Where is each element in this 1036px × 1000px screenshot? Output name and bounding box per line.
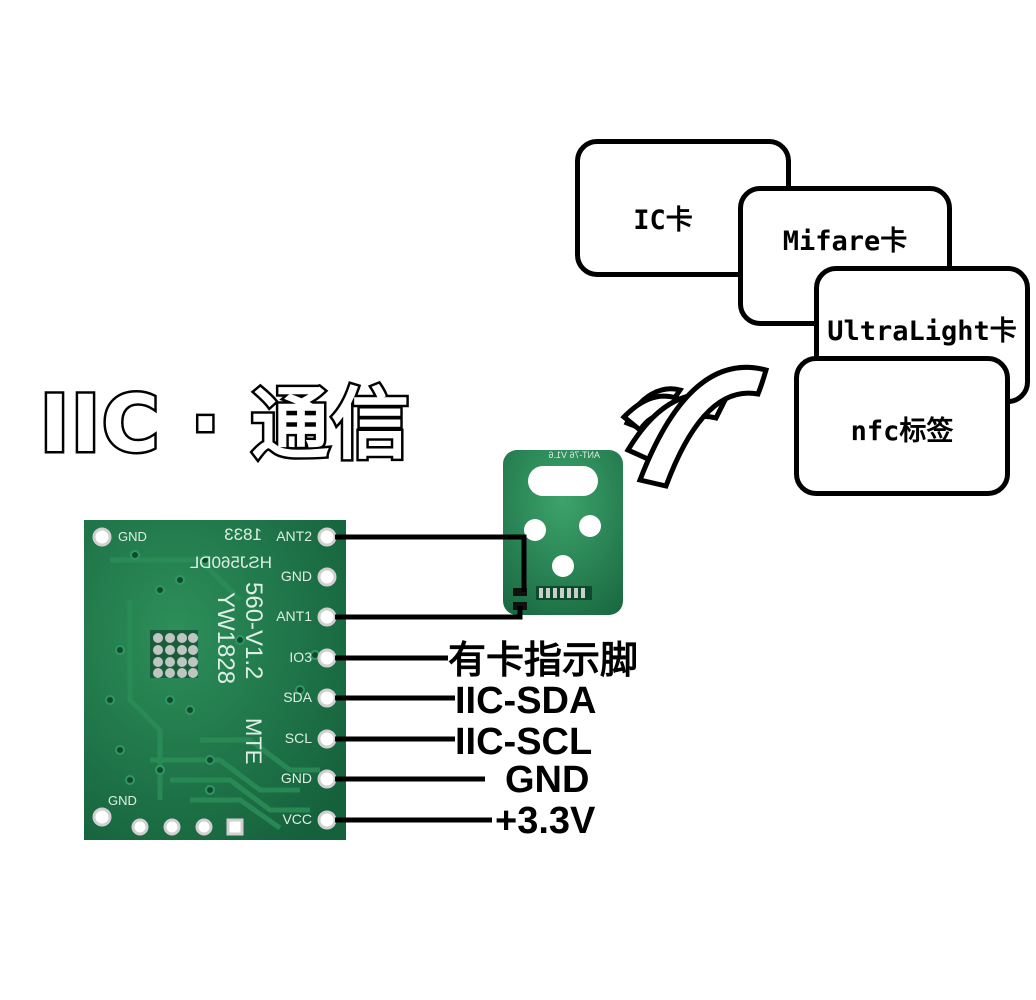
card-ic: IC卡 bbox=[575, 139, 791, 277]
pin-name-ant2: ANT2 bbox=[276, 528, 312, 544]
module-vias bbox=[105, 550, 320, 795]
label-card-detect: 有卡指示脚 bbox=[448, 640, 639, 682]
silk-gnd-bottom: GND bbox=[108, 793, 137, 808]
pin-name-gnd1: GND bbox=[281, 568, 312, 584]
label-iic-scl: IIC-SCL bbox=[455, 721, 593, 763]
pin-name-sda: SDA bbox=[283, 689, 312, 705]
card-ultralight-label: UltraLight卡 bbox=[827, 316, 1017, 347]
wire-ant2 bbox=[335, 534, 527, 592]
wire-ant1 bbox=[335, 606, 523, 620]
silk-gnd-top: GND bbox=[118, 529, 147, 544]
silk-model: HSJ560DL bbox=[190, 553, 272, 572]
pin-name-vcc: VCC bbox=[282, 811, 312, 827]
connection-wires bbox=[335, 534, 527, 823]
label-iic-sda: IIC-SDA bbox=[455, 680, 597, 722]
module-pin-pads bbox=[317, 527, 337, 830]
antenna-board: ANT-76 V1.6 bbox=[503, 450, 623, 615]
label-3v3: +3.3V bbox=[495, 800, 596, 842]
module-chip-pad bbox=[150, 630, 198, 678]
silk-version: 560-V1.2 bbox=[240, 582, 267, 679]
card-nfc: nfc标签 bbox=[794, 356, 1010, 496]
rf-waves-icon bbox=[620, 364, 770, 489]
pin-name-gnd2: GND bbox=[281, 770, 312, 786]
pin-name-scl: SCL bbox=[285, 730, 312, 746]
page-title: IIC · 通信 bbox=[37, 380, 412, 470]
antenna-connector bbox=[536, 586, 592, 600]
card-nfc-label: nfc标签 bbox=[850, 416, 954, 447]
silk-batch: 1833 bbox=[224, 525, 262, 544]
pin-name-io3: IO3 bbox=[289, 649, 312, 665]
silk-date-code: YW1828 bbox=[212, 592, 239, 684]
pin-name-ant1: ANT1 bbox=[276, 608, 312, 624]
antenna-hole-right bbox=[579, 515, 601, 537]
label-gnd: GND bbox=[505, 759, 590, 801]
wave-large bbox=[636, 364, 770, 489]
antenna-hole-left bbox=[524, 519, 546, 541]
antenna-hole-bottom bbox=[552, 555, 574, 577]
card-ic-label: IC卡 bbox=[633, 205, 693, 236]
antenna-silk: ANT-76 V1.6 bbox=[548, 450, 600, 460]
silk-brand: MTE bbox=[241, 718, 266, 764]
reader-module: ANT2 GND ANT1 IO3 SDA SCL GND VCC GND GN… bbox=[84, 520, 346, 840]
antenna-slot bbox=[528, 466, 598, 496]
card-mifare-label: Mifare卡 bbox=[782, 226, 908, 257]
module-edge-pads bbox=[92, 527, 244, 836]
